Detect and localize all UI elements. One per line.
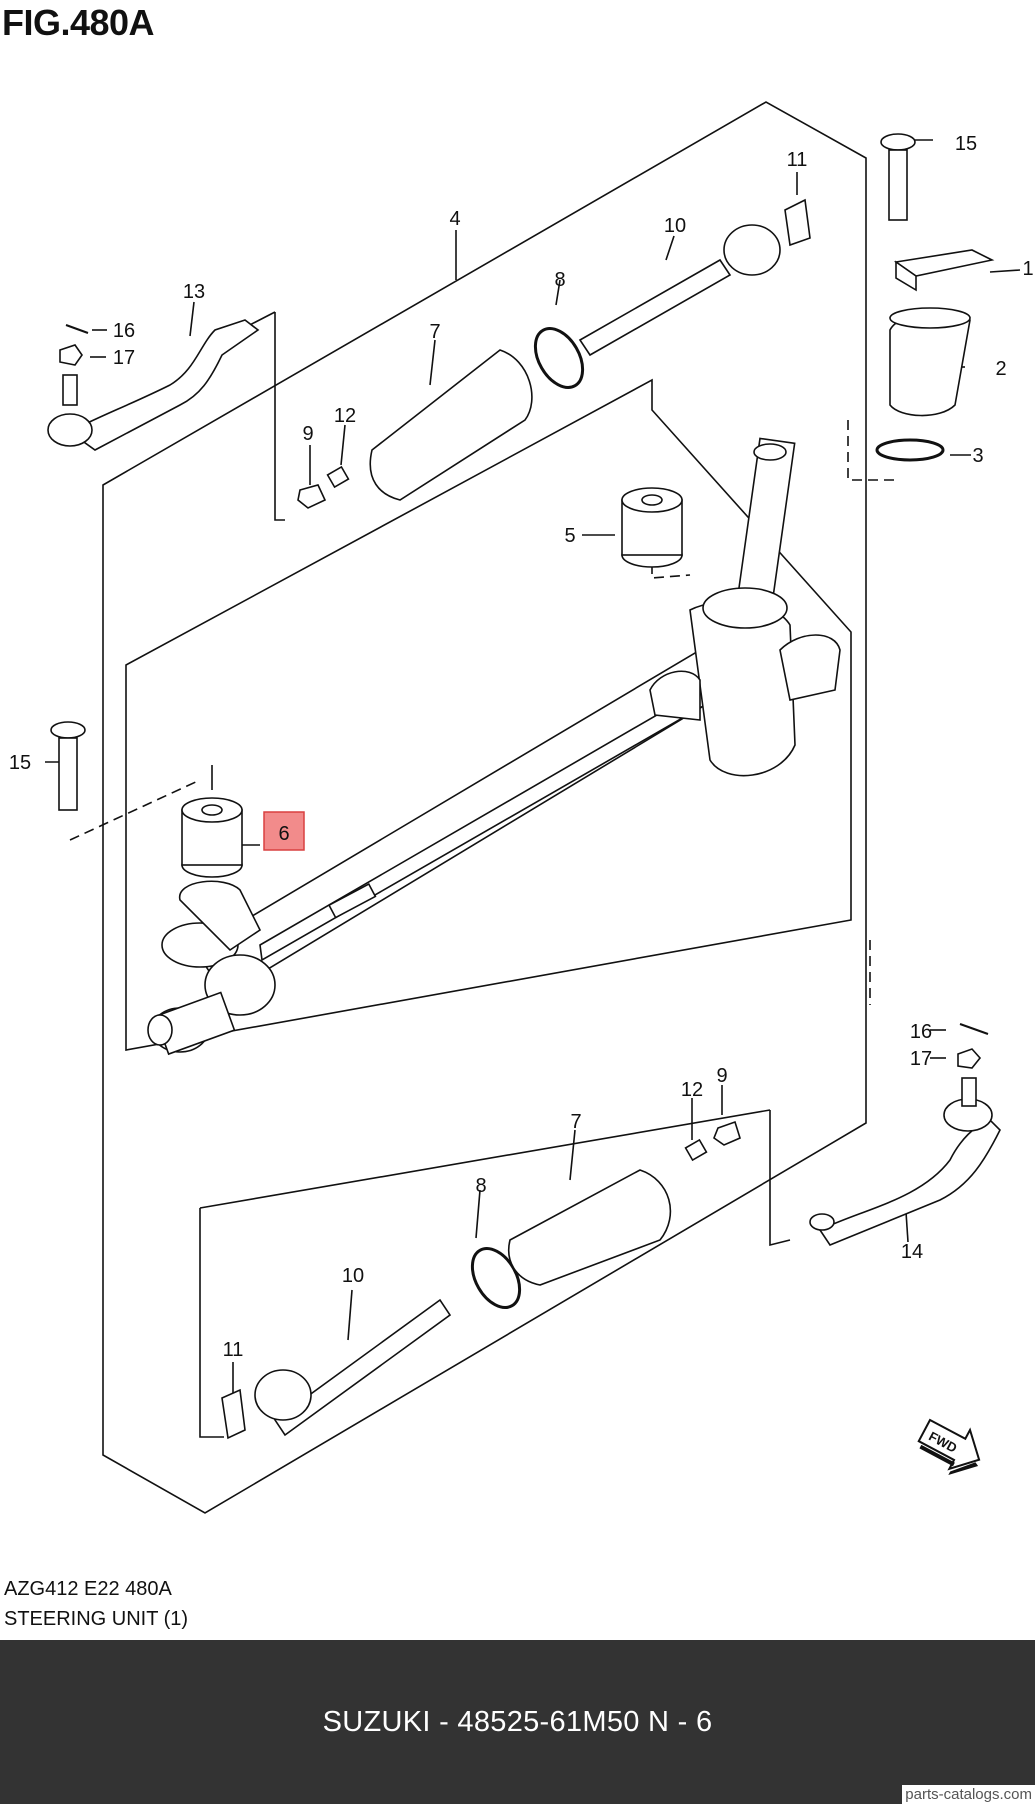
assembly-frame	[102, 101, 867, 1514]
figure-title: FIG.480A	[2, 2, 155, 43]
callout-2: 2	[995, 358, 1006, 380]
steering-unit-exploded-diagram: 1 2 3 4 5 6 7 7 8 8 9 9 10 10 11 11 12 1…	[9, 101, 1034, 1514]
rack-box-frame	[125, 378, 852, 1051]
callout-16-left: 16	[113, 320, 135, 342]
part-number-label: SUZUKI - 48525-61M50 N - 6	[322, 1706, 713, 1738]
footer-bar: SUZUKI - 48525-61M50 N - 6	[0, 1640, 1035, 1804]
callout-11-top: 11	[787, 149, 808, 171]
callout-9-bottom: 9	[716, 1065, 727, 1087]
callout-10-top: 10	[664, 215, 686, 237]
callout-5: 5	[564, 525, 575, 547]
figure-code: AZG412 E22 480A	[4, 1578, 172, 1600]
callout-12-top: 12	[334, 405, 356, 427]
callout-7-top: 7	[429, 321, 440, 343]
callout-13: 13	[183, 281, 205, 303]
fwd-arrow-icon: FWD	[917, 1418, 981, 1476]
callout-9-top: 9	[302, 423, 313, 445]
callout-6: 6	[278, 823, 289, 845]
callout-16-right: 16	[910, 1021, 932, 1043]
callout-7-bottom: 7	[570, 1111, 581, 1133]
callout-14: 14	[901, 1241, 923, 1263]
figure-name: STEERING UNIT (1)	[4, 1608, 189, 1630]
callout-8-bottom: 8	[475, 1175, 486, 1197]
callout-3: 3	[972, 445, 983, 467]
highlight-box	[263, 811, 305, 851]
callout-15-top: 15	[955, 133, 977, 155]
callout-8-top: 8	[554, 269, 565, 291]
callout-17-right: 17	[910, 1048, 932, 1070]
callout-11-bottom: 11	[223, 1339, 244, 1361]
callout-4: 4	[449, 208, 460, 230]
callout-1: 1	[1022, 258, 1033, 280]
callout-10-bottom: 10	[342, 1265, 364, 1287]
callout-12-bottom: 12	[681, 1079, 703, 1101]
watermark[interactable]: parts-catalogs.com	[902, 1785, 1035, 1804]
callout-15-left: 15	[9, 752, 31, 774]
callout-17-left: 17	[113, 347, 135, 369]
